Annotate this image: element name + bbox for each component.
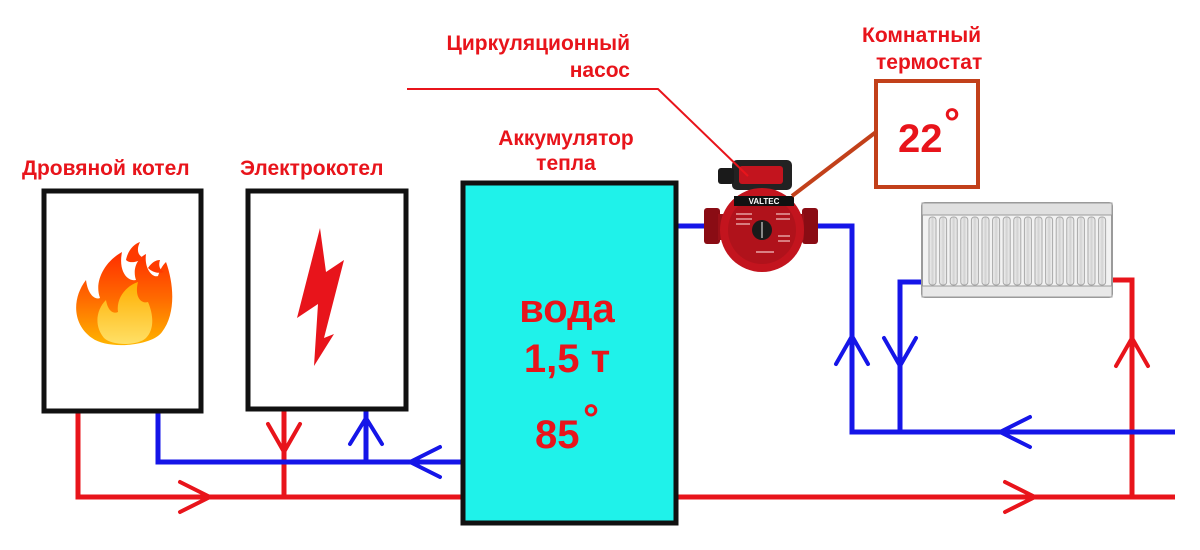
radiator-fin: [1013, 216, 1022, 286]
thermostat-value: 22: [898, 117, 943, 161]
radiator-fins: [928, 216, 1107, 286]
pump-label-line1: Циркуляционный: [447, 32, 630, 55]
radiator-fin: [1098, 216, 1107, 286]
room-thermostat: 22 ° Комнатный термостат: [790, 24, 982, 198]
radiator-fin: [981, 216, 990, 286]
arrow-up-riser: [1114, 336, 1150, 368]
arrow-up-pump-line: [834, 334, 870, 366]
arrow-down-radiator: [882, 336, 918, 368]
radiator-fin: [970, 216, 979, 286]
radiator-fin: [1002, 216, 1011, 286]
arrow-down-electro: [266, 422, 302, 454]
tank-degree-sign: °: [583, 397, 599, 441]
return-pipe-pump-out: [818, 223, 1175, 435]
pump-brand: VALTEC: [749, 197, 780, 206]
flow-arrows: [178, 334, 1150, 514]
thermostat-display: [874, 79, 980, 189]
accumulator-label-line1: Аккумулятор: [498, 127, 634, 150]
radiator-fin: [939, 216, 948, 286]
heat-accumulator: вода 1,5 т 85 ° Аккумулятор тепла: [460, 127, 679, 526]
fire-icon: [76, 242, 173, 346]
radiator-fin: [1034, 216, 1043, 286]
radiator-fin: [928, 216, 937, 286]
tank-water-label: вода: [519, 287, 615, 331]
arrow-up-electro: [348, 416, 384, 446]
radiator-fin: [1023, 216, 1032, 286]
radiator-fin: [1045, 216, 1054, 286]
electric-boiler: Электрокотел: [240, 157, 409, 412]
radiator-fin: [960, 216, 969, 286]
wood-boiler-label: Дровяной котел: [22, 157, 190, 180]
tank-mass-label: 1,5 т: [524, 337, 610, 381]
radiator-fin: [1087, 216, 1096, 286]
arrow-left-return: [408, 445, 442, 479]
radiator-icon: [921, 202, 1113, 298]
wood-boiler: Дровяной котел: [22, 157, 204, 414]
radiator-fin: [1076, 216, 1085, 286]
accumulator-label-line2: тепла: [536, 152, 596, 175]
radiator-fin: [949, 216, 958, 286]
radiator-fin: [1055, 216, 1064, 286]
return-pipe-radiator: [897, 279, 922, 432]
arrow-right-supply-main: [1003, 480, 1037, 514]
lightning-icon: [297, 228, 344, 366]
thermostat-degree-sign: °: [944, 101, 960, 145]
tank-temperature: 85: [535, 413, 580, 457]
tank-body: [460, 180, 679, 526]
electric-boiler-label: Электрокотел: [240, 157, 383, 180]
pump-icon: VALTEC: [704, 160, 818, 272]
return-pipe-boilers: [155, 412, 462, 465]
radiator-fin: [992, 216, 1001, 286]
thermostat-label-line2: термостат: [876, 51, 982, 74]
supply-pipes: [75, 277, 1175, 500]
arrow-right-supply-left: [178, 480, 212, 514]
supply-pipe-boilers: [75, 412, 462, 500]
radiator-fin: [1066, 216, 1075, 286]
supply-pipe-riser: [1110, 277, 1135, 497]
arrow-left-return-right: [998, 415, 1032, 449]
pump-label-line2: насос: [570, 59, 631, 82]
thermostat-label-line1: Комнатный: [862, 24, 981, 47]
thermostat-callout-line: [790, 130, 878, 198]
pump-callout-line: [407, 88, 749, 177]
